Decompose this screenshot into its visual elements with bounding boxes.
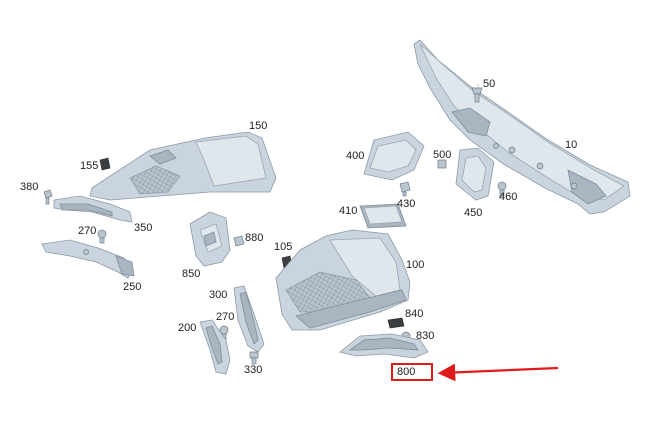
callout-250: 250: [123, 281, 142, 293]
part-380-fastener[interactable]: [43, 189, 53, 205]
callout-840: 840: [405, 308, 424, 320]
callout-880: 880: [245, 232, 264, 244]
part-270-fastener-left[interactable]: [97, 229, 107, 244]
callout-450: 450: [464, 207, 483, 219]
callout-50: 50: [483, 78, 496, 90]
callout-460: 460: [499, 191, 518, 203]
callout-100: 100: [406, 259, 425, 271]
part-500-nut[interactable]: [437, 159, 447, 169]
callout-300: 300: [209, 289, 228, 301]
part-250-bracket[interactable]: [41, 239, 135, 279]
part-840-clip[interactable]: [387, 317, 405, 329]
callout-800-highlighted[interactable]: 800: [391, 363, 433, 381]
part-800-lower-trim[interactable]: [339, 333, 429, 359]
part-200-bracket[interactable]: [199, 319, 231, 375]
callout-410: 410: [339, 205, 358, 217]
part-300-strip[interactable]: [233, 285, 265, 353]
part-850-bracket[interactable]: [189, 211, 231, 267]
part-100-trim-panel[interactable]: [275, 229, 411, 331]
callout-500: 500: [433, 149, 452, 161]
part-350-rail[interactable]: [53, 195, 133, 223]
part-10-cowl-panel[interactable]: [413, 39, 631, 215]
callout-200: 200: [178, 322, 197, 334]
part-330-fastener[interactable]: [249, 351, 259, 365]
part-410-pad[interactable]: [359, 203, 407, 229]
highlight-arrow: [437, 363, 559, 382]
callout-270-right: 270: [216, 311, 235, 323]
part-450-frame[interactable]: [455, 147, 495, 201]
callout-830: 830: [416, 330, 435, 342]
part-50-clip[interactable]: [471, 84, 483, 103]
callout-10: 10: [565, 139, 578, 151]
callout-430: 430: [397, 198, 416, 210]
part-880-nut[interactable]: [233, 235, 245, 247]
callout-150: 150: [249, 120, 268, 132]
callout-270-left: 270: [78, 225, 97, 237]
callout-850: 850: [182, 268, 201, 280]
part-460-screw[interactable]: [497, 181, 507, 197]
callout-330: 330: [244, 364, 263, 376]
part-430-fastener[interactable]: [399, 181, 411, 197]
callout-380: 380: [20, 181, 39, 193]
part-400-panel[interactable]: [363, 131, 425, 181]
part-155-clip[interactable]: [99, 157, 111, 171]
callout-350: 350: [134, 222, 153, 234]
callout-155: 155: [80, 160, 99, 172]
callout-400: 400: [346, 150, 365, 162]
part-150-trim-panel[interactable]: [89, 131, 277, 201]
callout-105: 105: [274, 241, 293, 253]
